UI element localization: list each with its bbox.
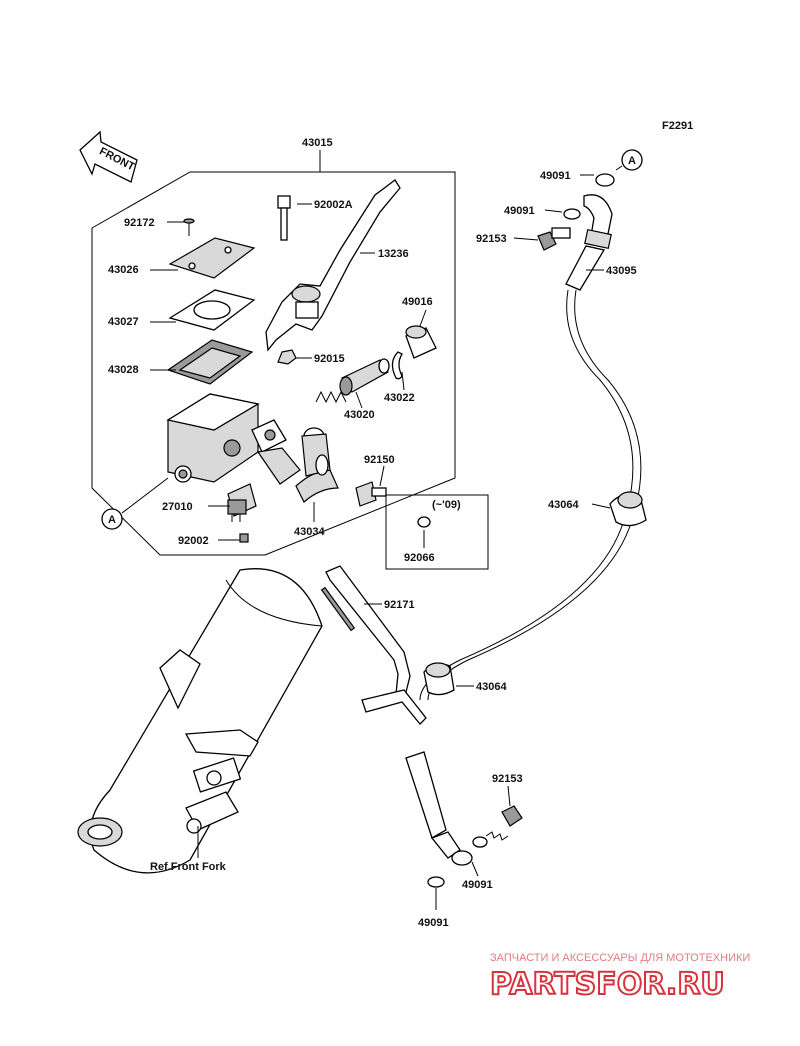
reservoir-cap — [168, 237, 256, 279]
label-43064a: 43064 — [548, 499, 579, 511]
label-49091d: 49091 — [418, 917, 449, 929]
label-27010: 27010 — [162, 501, 193, 513]
leader-49091c — [471, 861, 479, 877]
leader-49091b — [544, 209, 563, 213]
leader-a-right — [615, 165, 623, 171]
screw-92172 — [183, 218, 195, 236]
screw-92002 — [239, 533, 249, 543]
grommet-upper — [609, 491, 647, 527]
label-92002: 92002 — [178, 535, 209, 547]
label-92172: 92172 — [124, 217, 155, 229]
label-43034: 43034 — [294, 526, 325, 538]
nut-92015 — [277, 349, 297, 365]
date-box-label: (~'09) — [432, 499, 461, 511]
front-fork — [77, 568, 323, 874]
leader-92153b — [507, 785, 511, 807]
handlebar-clamp — [295, 427, 339, 503]
diaphragm-plate — [168, 289, 256, 331]
assembly-frame — [91, 150, 456, 556]
label-43026: 43026 — [108, 264, 139, 276]
diaphragm — [166, 339, 254, 385]
pivot-bolt — [277, 195, 291, 241]
label-43028: 43028 — [108, 364, 139, 376]
label-92015: 92015 — [314, 353, 345, 365]
watermark-text: ЗАПЧАСТИ И АКСЕССУАРЫ ДЛЯ МОТОТЕХНИКИ — [490, 952, 750, 964]
cap-92066 — [417, 516, 431, 528]
label-49091a: 49091 — [540, 170, 571, 182]
circlip — [391, 351, 403, 380]
dust-boot — [405, 325, 437, 359]
grommet-lower — [423, 662, 455, 696]
label-92150: 92150 — [364, 454, 395, 466]
brake-lever — [265, 179, 401, 352]
master-cylinder-body — [166, 393, 301, 485]
washer-49091-top — [595, 173, 615, 187]
label-43015: 43015 — [302, 137, 333, 149]
label-43064b: 43064 — [476, 681, 507, 693]
ref-front-fork-label: Ref.Front Fork — [150, 861, 227, 873]
hose-bracket — [320, 565, 427, 725]
watermark-logo: PARTSFOR.RU — [490, 967, 725, 1002]
front-arrow-icon: FRONT — [79, 130, 138, 183]
label-49091c: 49091 — [462, 879, 493, 891]
label-43095: 43095 — [606, 265, 637, 277]
figure-code: F2291 — [662, 120, 693, 132]
hose-fitting-top — [565, 194, 613, 291]
banjo-bolt-92153-top — [537, 227, 571, 251]
label-43027: 43027 — [108, 316, 139, 328]
leader-lines — [121, 203, 427, 548]
label-13236: 13236 — [378, 248, 409, 260]
ref-circle-a-right: A — [621, 149, 643, 171]
hose-fitting-lower — [405, 751, 523, 888]
brake-switch — [227, 483, 257, 522]
label-92171: 92171 — [384, 599, 415, 611]
piston-assembly — [315, 358, 390, 404]
ref-circle-a-left: A — [101, 508, 123, 530]
washer-49091-mid — [563, 208, 581, 220]
label-49091b: 49091 — [504, 205, 535, 217]
leader-43064a — [591, 503, 611, 509]
clamp-bolt — [355, 481, 387, 507]
svg-text:A: A — [108, 514, 116, 526]
label-43020: 43020 — [344, 409, 375, 421]
label-92153b: 92153 — [492, 773, 523, 785]
label-43022: 43022 — [384, 392, 415, 404]
date-box — [385, 494, 489, 570]
svg-text:A: A — [628, 155, 636, 167]
label-92153a: 92153 — [476, 233, 507, 245]
label-92066: 92066 — [404, 552, 435, 564]
leader-92153a — [513, 237, 539, 241]
label-92002A: 92002A — [314, 199, 353, 211]
label-49016: 49016 — [402, 296, 433, 308]
